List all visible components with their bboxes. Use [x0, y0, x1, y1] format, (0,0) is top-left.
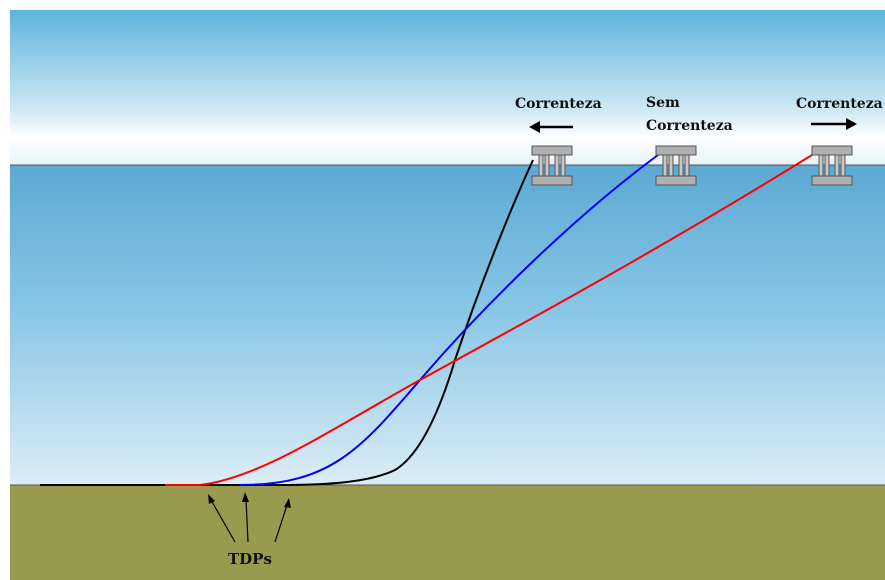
pointer-arrow-icon [274, 498, 291, 543]
platform-icon [655, 145, 697, 186]
platform-icon [811, 145, 853, 186]
label-right-current: Correnteza [796, 96, 883, 112]
pointer-arrow-icon [208, 494, 236, 543]
arrow-right-icon [811, 118, 857, 130]
riser-no-current [239, 154, 659, 486]
riser-left-current [40, 159, 534, 486]
pointer-arrow-icon [242, 492, 249, 543]
arrow-left-icon [529, 121, 573, 133]
sky [10, 10, 885, 165]
label-left-current: Correnteza [515, 96, 602, 112]
label-no-current-line2: Correnteza [646, 118, 733, 134]
platform-icon [531, 145, 573, 186]
sea [10, 165, 885, 485]
label-tdps: TDPs [228, 550, 272, 568]
label-no-current-line1: Sem [646, 95, 680, 111]
riser-right-current [165, 154, 813, 486]
seabed [10, 485, 885, 580]
